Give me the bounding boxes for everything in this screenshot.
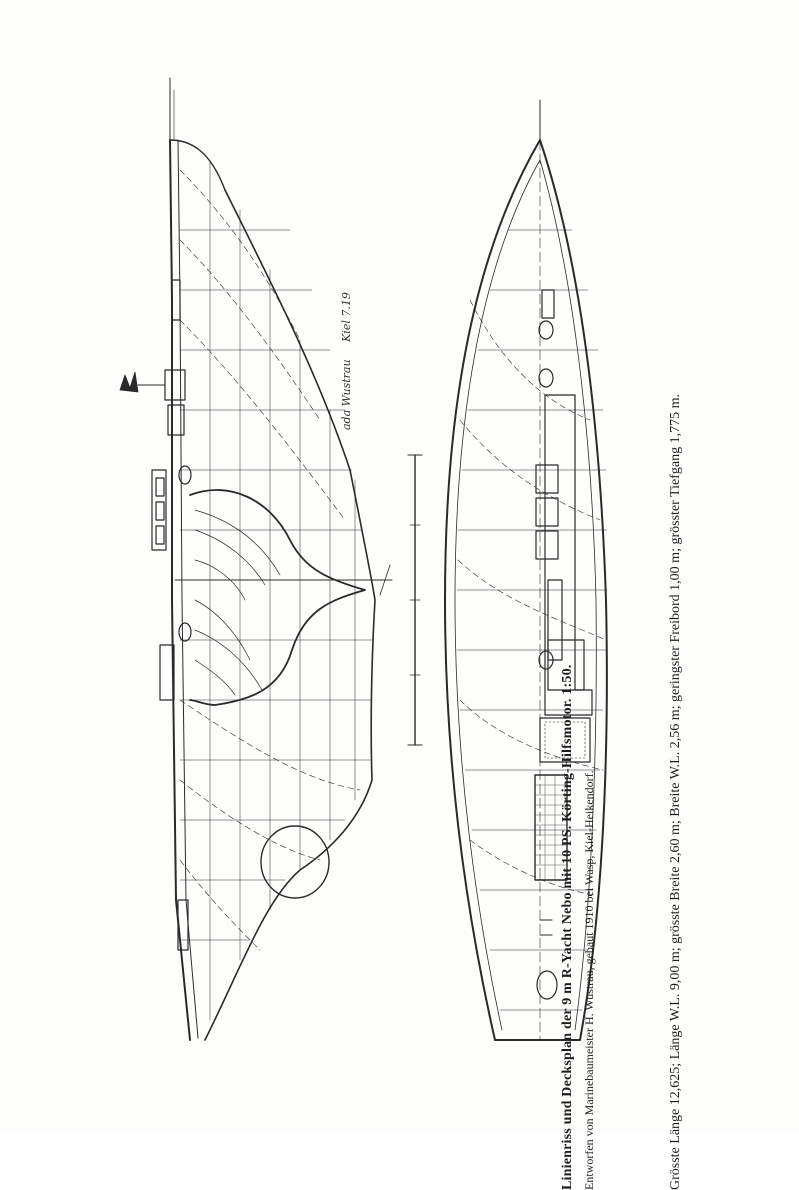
caption-block: Linienriss und Decksplan der 9 m R-Yacht…	[560, 394, 710, 1190]
plan-sheet: ada Wustrau Kiel 7.19 Linienriss und Dec…	[119, 77, 683, 1190]
handwritten-note: ada Wustrau Kiel 7.19	[340, 290, 370, 430]
deck-plan	[444, 99, 608, 1041]
handwritten-note-line1: ada Wustrau	[340, 359, 353, 430]
caption-subtitle: Entworfen von Marinebaumeister H. Wustra…	[582, 770, 596, 1190]
caption-dimensions: Grösste Länge 12,625; Länge W.L. 9,00 m;…	[668, 394, 683, 1190]
handwritten-note-line2: Kiel 7.19	[340, 292, 353, 342]
lines-and-deck-plan-drawing	[119, 77, 608, 1041]
scale-bar	[407, 454, 423, 746]
profile-lines-plan	[119, 77, 393, 1041]
caption-title: Linienriss und Decksplan der 9 m R-Yacht…	[560, 664, 575, 1190]
